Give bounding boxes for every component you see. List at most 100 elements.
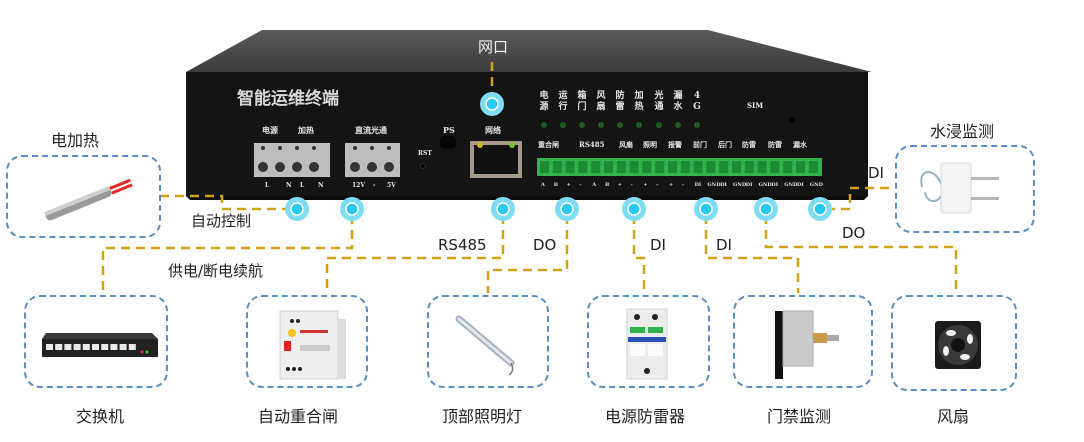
spd-label: 电源防雷器	[605, 407, 686, 426]
terminal-slot	[693, 161, 703, 173]
label-power: 电源	[262, 125, 278, 135]
pin-label: A	[541, 182, 545, 188]
green-terminal-strip	[537, 158, 822, 176]
terminal-slot	[796, 161, 805, 173]
pin-label: +	[669, 182, 674, 188]
network-port-label: 网口	[478, 38, 509, 56]
pin-label: +	[566, 182, 571, 188]
status-led	[598, 122, 604, 128]
terminal-slot	[719, 161, 729, 173]
pin-label: B	[553, 182, 559, 188]
terminal-slot	[565, 161, 575, 173]
pin-l2: L	[300, 182, 305, 189]
port-label: 漏水	[793, 140, 807, 149]
terminal-slot	[604, 161, 613, 173]
wire-water	[826, 186, 895, 211]
switch-port	[73, 344, 81, 350]
status-led	[541, 122, 547, 128]
pin-label: B	[605, 182, 610, 188]
switch-port	[110, 344, 118, 350]
terminal-slot	[744, 161, 754, 173]
pin-label: GND	[784, 182, 798, 188]
dc-terminal-block	[345, 143, 400, 177]
door-sensor-icon	[775, 310, 839, 379]
spd-box[interactable]	[587, 295, 710, 388]
connection-node	[555, 197, 579, 221]
door-sensor-box[interactable]	[733, 295, 873, 388]
pin-label: GND	[707, 182, 721, 188]
fan-box[interactable]	[891, 295, 1017, 391]
indicator-led-row	[541, 122, 700, 128]
status-led	[675, 122, 681, 128]
device-top-surface	[186, 30, 872, 72]
pin-label: +	[617, 182, 622, 188]
switch-port	[55, 344, 63, 350]
label-ps: PS	[443, 125, 455, 135]
water-sensor-box[interactable]	[895, 145, 1035, 233]
led-label: 风扇	[596, 91, 606, 112]
power-terminal-block	[254, 143, 330, 177]
pin-label: -	[681, 182, 684, 188]
pin-label: A	[592, 182, 597, 188]
pin-5v: 5V	[387, 182, 396, 189]
terminal-slot	[770, 161, 780, 173]
led-label: 防雷	[615, 91, 625, 112]
label-heat: 加热	[298, 125, 314, 135]
label-dc-optical: 直流光通	[355, 125, 387, 135]
device-name: 智能运维终端	[237, 89, 339, 109]
link-label-di-door: DI	[716, 236, 732, 254]
wire-switch	[101, 215, 354, 293]
wire-fan	[764, 215, 958, 293]
connection-node	[694, 197, 718, 221]
led-label: 光通	[654, 91, 664, 112]
label-network: 网络	[485, 125, 501, 135]
pin-label: DI	[745, 182, 753, 188]
terminal-slot	[552, 161, 562, 173]
pin-label: GND	[758, 182, 772, 188]
pin-label: -	[630, 182, 633, 188]
wire-light	[486, 215, 569, 293]
connection-node	[491, 197, 515, 221]
sim-indicator	[789, 117, 795, 123]
status-led	[694, 122, 700, 128]
led-label: 箱门	[577, 91, 587, 112]
status-led	[560, 122, 566, 128]
pin-label: DI	[720, 182, 727, 188]
recloser-box[interactable]	[246, 295, 368, 388]
switch-port	[82, 344, 90, 350]
status-led	[617, 122, 623, 128]
pin-label: GND	[733, 182, 747, 188]
label-rst: RST	[418, 150, 432, 157]
wire-group	[101, 62, 958, 293]
status-led	[636, 122, 642, 128]
pin-label: DI	[694, 182, 702, 188]
link-label-power-backup: 供电/断电续航	[168, 262, 264, 280]
terminal-slot	[540, 161, 549, 173]
switch-label: 交换机	[76, 407, 125, 426]
switch-box[interactable]	[24, 295, 168, 388]
led-label: 漏水	[673, 91, 683, 112]
pin-l1: L	[265, 182, 270, 189]
terminal-slot	[680, 161, 690, 173]
port-label: 报警	[668, 140, 682, 149]
led-label: 加热	[634, 91, 644, 112]
terminal-slot	[642, 161, 652, 173]
switch-port	[92, 344, 99, 350]
port-label: 重合闸	[538, 140, 559, 149]
status-led	[579, 122, 585, 128]
rst-button	[420, 163, 426, 169]
pin-n1: N	[286, 182, 292, 189]
ps-button	[440, 135, 456, 149]
connection-node	[622, 197, 646, 221]
link-label-di-water: DI	[868, 164, 884, 182]
terminal-slot	[783, 161, 793, 173]
light-icon	[455, 315, 515, 376]
connection-nodes	[285, 92, 832, 221]
wire-recloser	[325, 215, 505, 293]
connection-node	[808, 197, 832, 221]
light-box[interactable]	[427, 295, 549, 388]
heater-box[interactable]	[6, 155, 161, 238]
terminal-slot	[706, 161, 716, 173]
